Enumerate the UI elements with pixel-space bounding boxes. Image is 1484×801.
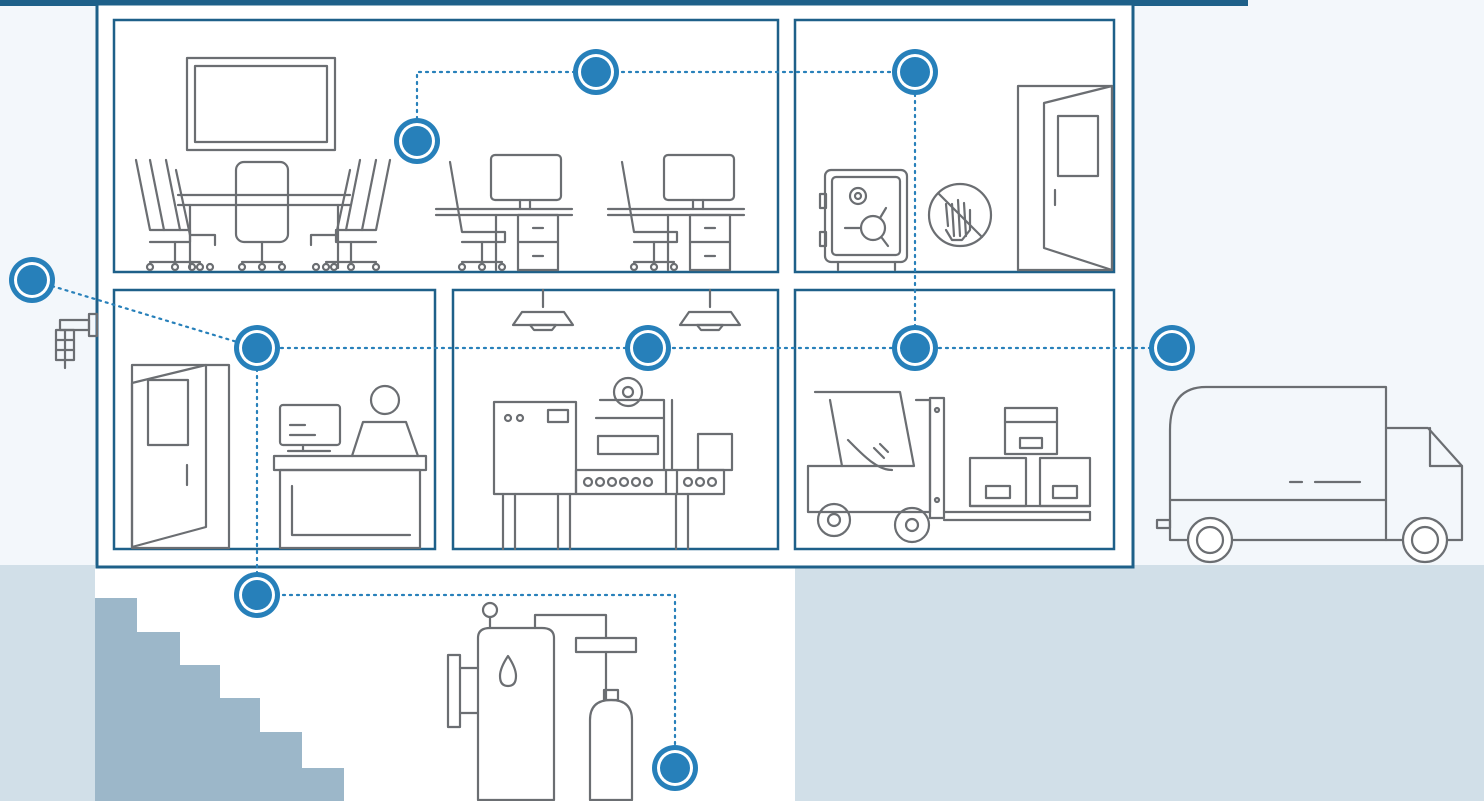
- room-vault: [793, 18, 1116, 274]
- hotspot-5[interactable]: [234, 325, 280, 371]
- conference-chair-right-icon: [309, 158, 392, 272]
- hotspot-6[interactable]: [625, 325, 671, 371]
- hotspot-7[interactable]: [892, 325, 938, 371]
- delivery-truck-icon: [1155, 385, 1464, 564]
- whiteboard-icon: [185, 56, 337, 152]
- conveyor-machine-icon: [492, 376, 734, 551]
- ceiling-lamp-icon: [511, 288, 742, 332]
- safe-icon: [818, 168, 909, 272]
- boxes-icon: [968, 406, 1092, 508]
- boiler-icon: [446, 601, 638, 801]
- connector-line: [255, 346, 677, 770]
- no-touch-sign-icon: [927, 182, 993, 248]
- room-reception: [112, 288, 437, 551]
- reception-desk-icon: [272, 384, 428, 550]
- hotspot-9[interactable]: [234, 572, 280, 618]
- desk-workstation-icon: [434, 153, 574, 272]
- gas-cylinder-icon: [588, 688, 634, 801]
- room-conference-office: [112, 18, 780, 274]
- wall-lamp-icon: [54, 312, 99, 370]
- head-chair-icon: [234, 160, 290, 272]
- exit-door-icon: [1016, 84, 1114, 272]
- room-warehouse: [793, 288, 1116, 551]
- conference-chair-icon: [134, 158, 217, 272]
- basement-stairs-icon: [95, 565, 344, 801]
- hotspot-8[interactable]: [1149, 325, 1195, 371]
- hotspot-1[interactable]: [394, 118, 440, 164]
- desk-workstation-icon-2: [606, 153, 746, 272]
- forklift-icon: [806, 390, 1092, 544]
- connector-line: [30, 278, 1172, 350]
- entry-door-icon: [130, 363, 231, 550]
- hotspot-3[interactable]: [892, 49, 938, 95]
- room-production: [451, 288, 780, 551]
- hotspot-4[interactable]: [9, 257, 55, 303]
- hotspot-10[interactable]: [652, 745, 698, 791]
- building-outline: [95, 2, 1135, 569]
- hotspot-2[interactable]: [573, 49, 619, 95]
